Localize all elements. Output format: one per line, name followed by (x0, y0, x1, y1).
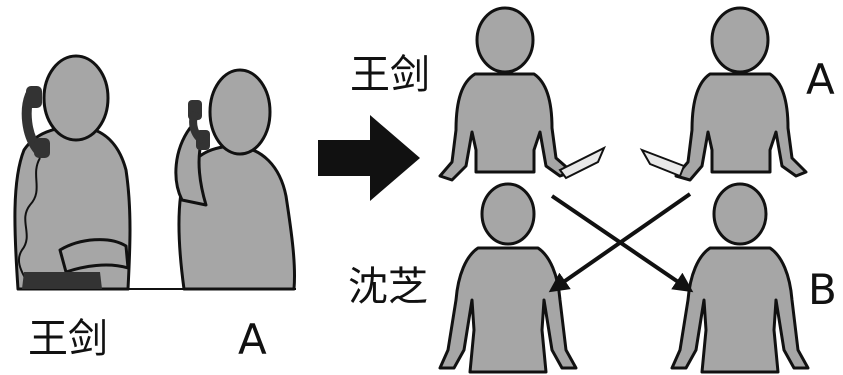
label-a-left: A (238, 315, 267, 364)
arrow-right-icon (318, 115, 420, 201)
figure-wang-jian (438, 6, 574, 182)
right-scene: 王剑 A 沈芝 B (348, 6, 837, 374)
knife-icon (639, 148, 686, 178)
cross-arrow-icon (548, 192, 694, 293)
left-scene: 王剑 A (13, 54, 297, 364)
label-a-right: A (806, 55, 835, 104)
label-shen-zhi: 沈芝 (348, 264, 428, 310)
label-wang-jian-right: 王剑 (350, 52, 430, 98)
figure-wang-jian-caller (13, 54, 132, 291)
label-b: B (808, 265, 837, 314)
telephone-icon (17, 86, 102, 289)
figure-b (670, 182, 810, 374)
telephone-handset-icon (188, 100, 210, 150)
label-wang-jian-left: 王剑 (28, 316, 108, 362)
figure-a (674, 6, 808, 182)
figure-shen-zhi (438, 182, 578, 374)
knife-icon (558, 145, 606, 180)
